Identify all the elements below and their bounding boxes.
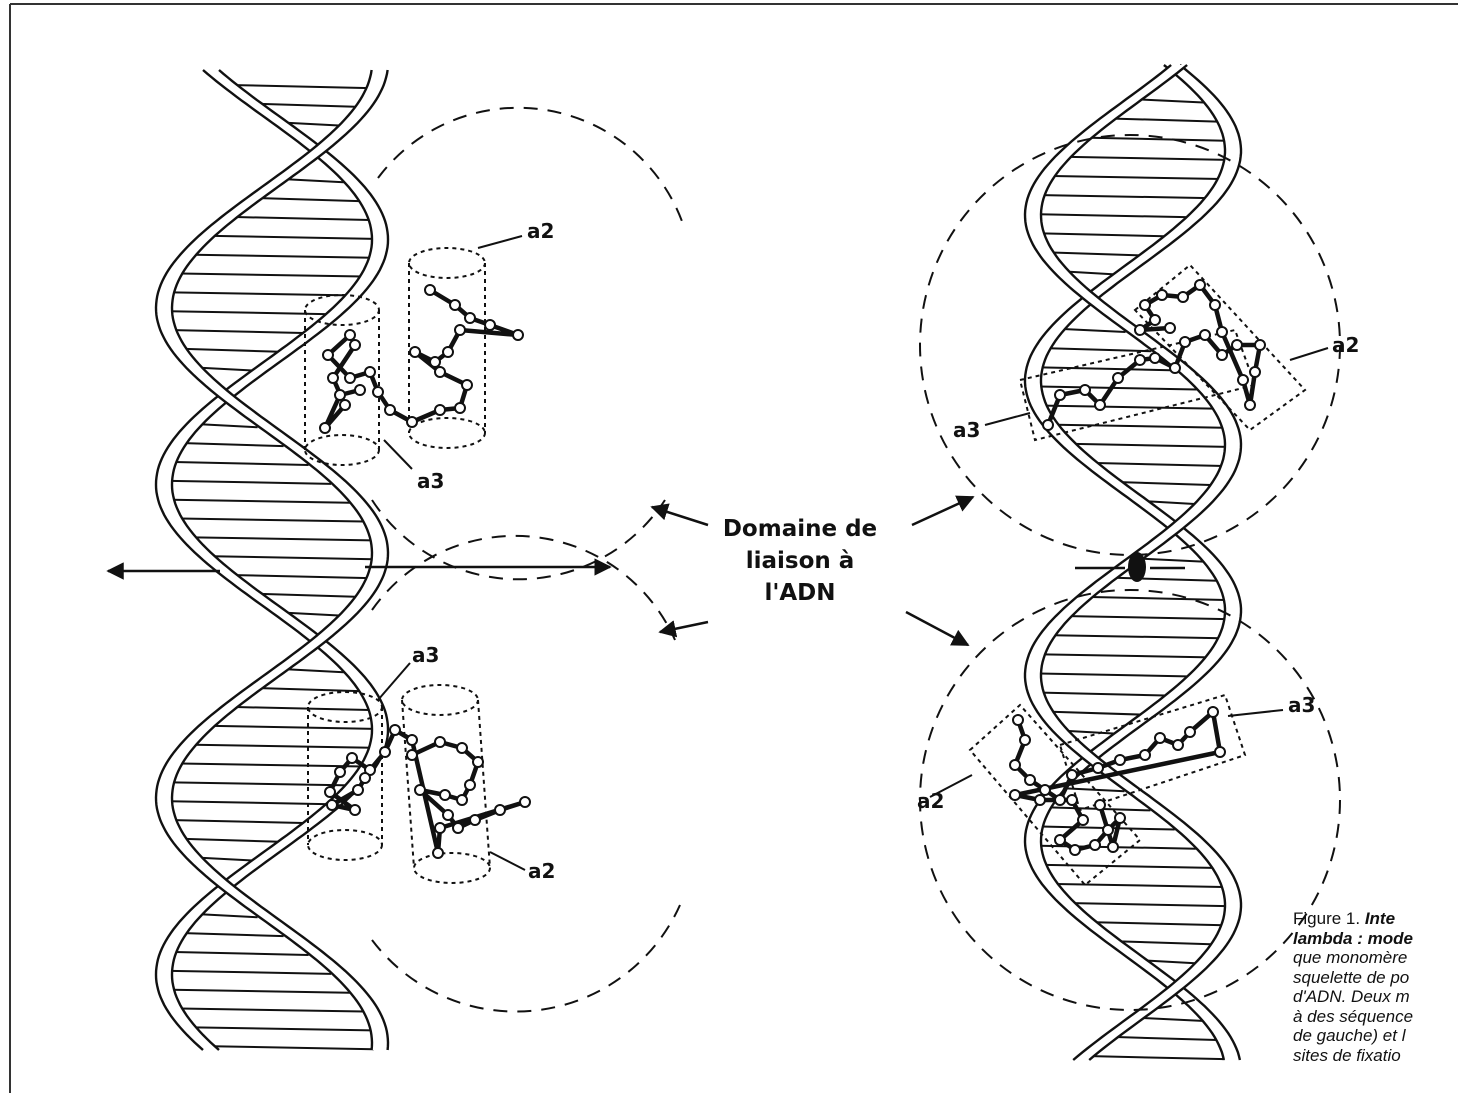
caption-line-3: que monomère: [1293, 948, 1408, 967]
left-upper-domain-outline-bottom: [371, 499, 666, 581]
caption-title-part-2: lambda : mode: [1293, 928, 1413, 948]
right-upper-helix-boxes: [1018, 263, 1307, 442]
left-upper-helix-cylinders: [304, 247, 486, 466]
caption-line-6: à des séquence: [1293, 1006, 1414, 1026]
left-lower-helix-cylinders: [307, 684, 491, 884]
right-lower-helix-boxes: [968, 693, 1247, 887]
figure-caption: Figure 1. Inte lambda : mode que monomèr…: [1293, 909, 1458, 1093]
center-label-line-2: liaison à: [745, 548, 855, 574]
center-label-line-3: l'ADN: [764, 580, 836, 606]
center-label-line-1: Domaine de: [722, 516, 878, 542]
left-lower-domain-outline: [371, 534, 676, 641]
right-lower-domain-outline: [919, 589, 1341, 1011]
left-upper-backbone-chain: [319, 284, 524, 434]
left-lower-a3-label: a3: [412, 643, 439, 667]
right-upper-domain-outline: [919, 134, 1341, 556]
strand-one-backbone: [1023, 64, 1243, 1061]
dyad-axis-marker: [1128, 552, 1146, 582]
domain-pointer-lines: [650, 495, 975, 647]
caption-line-4: squelette de po: [1293, 967, 1410, 987]
dna-binding-domain-label: Domaine de liaison à l'ADN: [700, 513, 900, 609]
base-pair-rungs: [170, 84, 374, 1051]
caption-line-1: Figure 1. Inte: [1293, 909, 1458, 929]
left-lower-backbone-chain: [324, 724, 531, 859]
right-upper-a2-label: a2: [1332, 333, 1359, 357]
right-upper-a3-label: a3: [953, 418, 980, 442]
caption-line-8: sites de fixatio: [1293, 1045, 1401, 1065]
caption-line-5: d'ADN. Deux m: [1293, 987, 1410, 1006]
left-upper-domain-outline: [377, 106, 686, 231]
right-lower-backbone-chain: [1009, 706, 1226, 856]
right-lower-a3-label: a3: [1288, 693, 1315, 717]
right-lower-a2-label: a2: [917, 789, 944, 813]
polypeptide-backbones: [319, 279, 1266, 859]
caption-line-7: de gauche) et l: [1293, 1026, 1406, 1045]
left-lower-a2-label: a2: [528, 859, 555, 883]
caption-title-part-1: Inte: [1364, 909, 1396, 928]
left-upper-a3-label: a3: [417, 469, 444, 493]
label-pointer-lines: [377, 235, 1329, 871]
left-upper-a2-label: a2: [527, 219, 554, 243]
right-upper-backbone-chain: [1042, 279, 1266, 431]
left-dna-helix: [154, 69, 390, 1051]
left-lower-domain-outline-bottom: [371, 904, 681, 1013]
caption-figure-number: Figure 1.: [1293, 909, 1361, 928]
strand-two-backbone: [154, 69, 390, 1051]
